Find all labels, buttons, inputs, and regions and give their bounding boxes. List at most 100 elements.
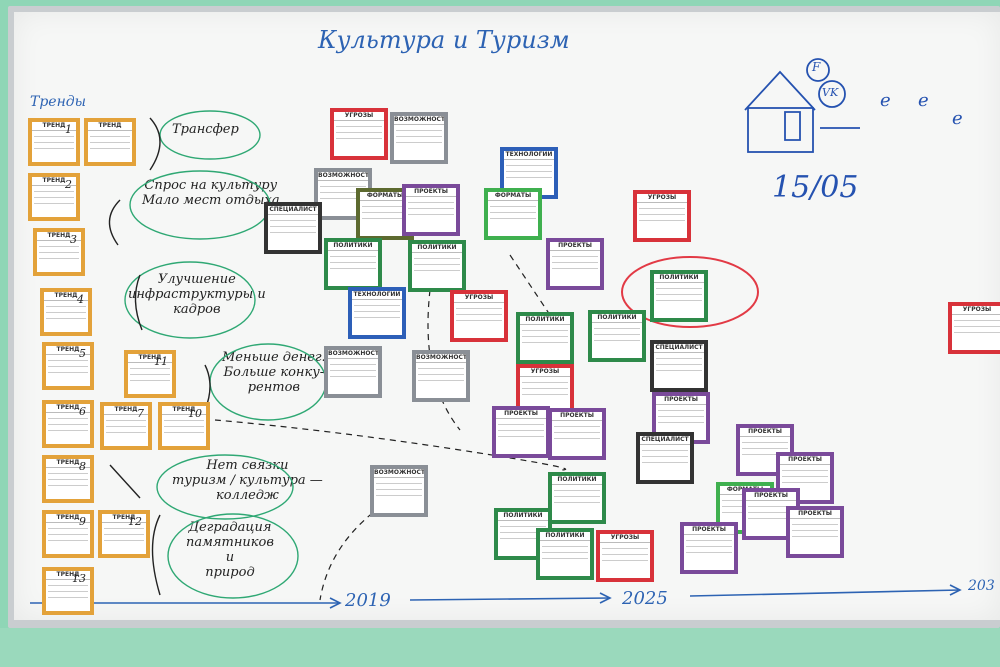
bubble-outline: [159, 110, 261, 160]
card-header: ПРОЕКТЫ: [780, 456, 830, 465]
card-header: ПОЛИТИКИ: [540, 532, 590, 541]
bracket-line: [134, 274, 143, 331]
sticky-card: ПРОЕКТЫ: [786, 506, 844, 558]
bubble-outline: [167, 513, 299, 599]
card-header: ПРОЕКТЫ: [740, 428, 790, 437]
sticky-card: ПРОЕКТЫ: [548, 408, 606, 460]
sticky-card: ПРОЕКТЫ: [736, 424, 794, 476]
trend-number: 6: [79, 405, 86, 418]
trend-number: 13: [72, 572, 86, 585]
trends-label: Тренды: [30, 94, 87, 110]
timeline-year: 2019: [345, 590, 391, 611]
card-header: ПОЛИТИКИ: [552, 476, 602, 485]
timeline-arrow: [329, 597, 342, 609]
sticky-card: ПОЛИТИКИ: [324, 238, 382, 290]
card-header: УГРОЗЫ: [600, 534, 650, 543]
trend-number: 5: [79, 347, 86, 360]
card-header: ВОЗМОЖНОСТИ: [394, 116, 448, 125]
card-header: ТРЕНД: [46, 346, 90, 355]
card-header: ТЕХНОЛОГИИ: [352, 291, 402, 300]
trend-number: 2: [65, 178, 72, 191]
trend-number: 1: [65, 123, 72, 136]
sticky-card: ПРОЕКТЫ: [680, 522, 738, 574]
bubble-outline: [124, 261, 256, 339]
card-header: ФОРМАТЫ: [360, 192, 410, 201]
card-header: ТРЕНД: [46, 571, 90, 580]
timeline-arrow: [599, 592, 612, 604]
sticky-card: УГРОЗЫ: [596, 530, 654, 582]
card-header: УГРОЗЫ: [637, 194, 687, 203]
card-header: ТРЕНД: [37, 232, 81, 241]
sticky-card: ВОЗМОЖНОСТИ: [412, 350, 470, 402]
card-header: ТРЕНД: [128, 354, 172, 363]
sticky-card: ПОЛИТИКИ: [408, 240, 466, 292]
card-header: УГРОЗЫ: [520, 368, 570, 377]
card-header: ТРЕНД: [46, 459, 90, 468]
sticky-card: УГРОЗЫ: [633, 190, 691, 242]
timeline-year: 2025: [622, 588, 668, 609]
red-circle: [621, 256, 759, 328]
trend-number: 7: [137, 407, 144, 420]
sticky-card: ВОЗМОЖНОСТИ: [370, 465, 428, 517]
facebook-icon: F: [812, 60, 821, 74]
sticky-card: ВОЗМОЖНОСТИ: [324, 346, 382, 398]
bracket-line: [151, 514, 161, 596]
sticky-card: СПЕЦИАЛИСТ: [636, 432, 694, 484]
card-header: ВОЗМОЖНОСТИ: [328, 350, 382, 359]
bubble-text: Трансфер: [172, 122, 239, 137]
sticky-card: СПЕЦИАЛИСТ: [650, 340, 708, 392]
trend-number: 11: [154, 355, 168, 368]
card-header: ТРЕНД: [46, 404, 90, 413]
sticky-card: ПОЛИТИКИ: [548, 472, 606, 524]
card-header: ПОЛИТИКИ: [412, 244, 462, 253]
sticky-card: ПРОЕКТЫ: [546, 238, 604, 290]
e-icon: e: [880, 90, 891, 111]
sticky-card: СПЕЦИАЛИСТ: [264, 202, 322, 254]
card-header: ТРЕНД: [88, 122, 132, 131]
trend-number: 4: [77, 293, 84, 306]
sticky-card: ПОЛИТИКИ: [516, 312, 574, 364]
card-header: ФОРМАТЫ: [488, 192, 538, 201]
trend-card: ТРЕНД: [84, 118, 136, 166]
bracket-line: [108, 199, 121, 246]
timeline-year: 203: [968, 578, 995, 594]
bubble-outline: [156, 454, 294, 520]
sticky-card: УГРОЗЫ: [450, 290, 508, 342]
card-header: ТРЕНД: [44, 292, 88, 301]
card-header: ПОЛИТИКИ: [328, 242, 378, 251]
card-header: ПОЛИТИКИ: [592, 314, 642, 323]
card-header: ТРЕНД: [102, 514, 146, 523]
card-header: ТЕХНОЛОГИИ: [504, 151, 554, 160]
bracket-line: [109, 464, 141, 499]
card-header: ПРОЕКТЫ: [684, 526, 734, 535]
sticky-card: ТЕХНОЛОГИИ: [348, 287, 406, 339]
bubble-text: Улучшение инфраструктуры и кадров: [128, 272, 266, 317]
card-header: СПЕЦИАЛИСТ: [654, 344, 704, 353]
card-header: ВОЗМОЖНОСТИ: [374, 469, 428, 478]
sticky-card: ПОЛИТИКИ: [536, 528, 594, 580]
wall: [0, 628, 1000, 667]
card-header: УГРОЗЫ: [334, 112, 384, 121]
sticky-card: ПРОЕКТЫ: [402, 184, 460, 236]
card-header: ПРОЕКТЫ: [550, 242, 600, 251]
bubble-text: Меньше денег. Больше конку- рентов: [222, 350, 326, 395]
timeline-arrow: [949, 584, 962, 596]
card-header: ТРЕНД: [32, 177, 76, 186]
e-icon: e: [918, 90, 929, 111]
trend-number: 10: [188, 407, 202, 420]
timeline-arrow: [689, 589, 961, 597]
timeline-arrow: [409, 597, 611, 601]
trend-number: 12: [128, 515, 142, 528]
card-header: УГРОЗЫ: [952, 306, 1000, 315]
bubble-outline: [129, 170, 271, 240]
